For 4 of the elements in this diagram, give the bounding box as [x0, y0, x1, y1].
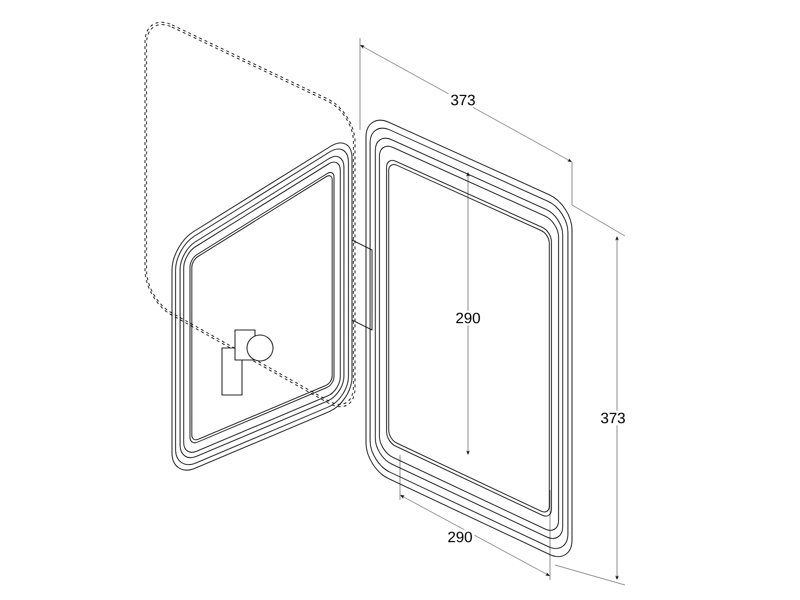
dimension-label: 290 — [446, 530, 475, 544]
dimension-label: 290 — [454, 310, 483, 326]
dimension-label: 373 — [448, 92, 478, 108]
dimension-label: 373 — [598, 410, 628, 426]
